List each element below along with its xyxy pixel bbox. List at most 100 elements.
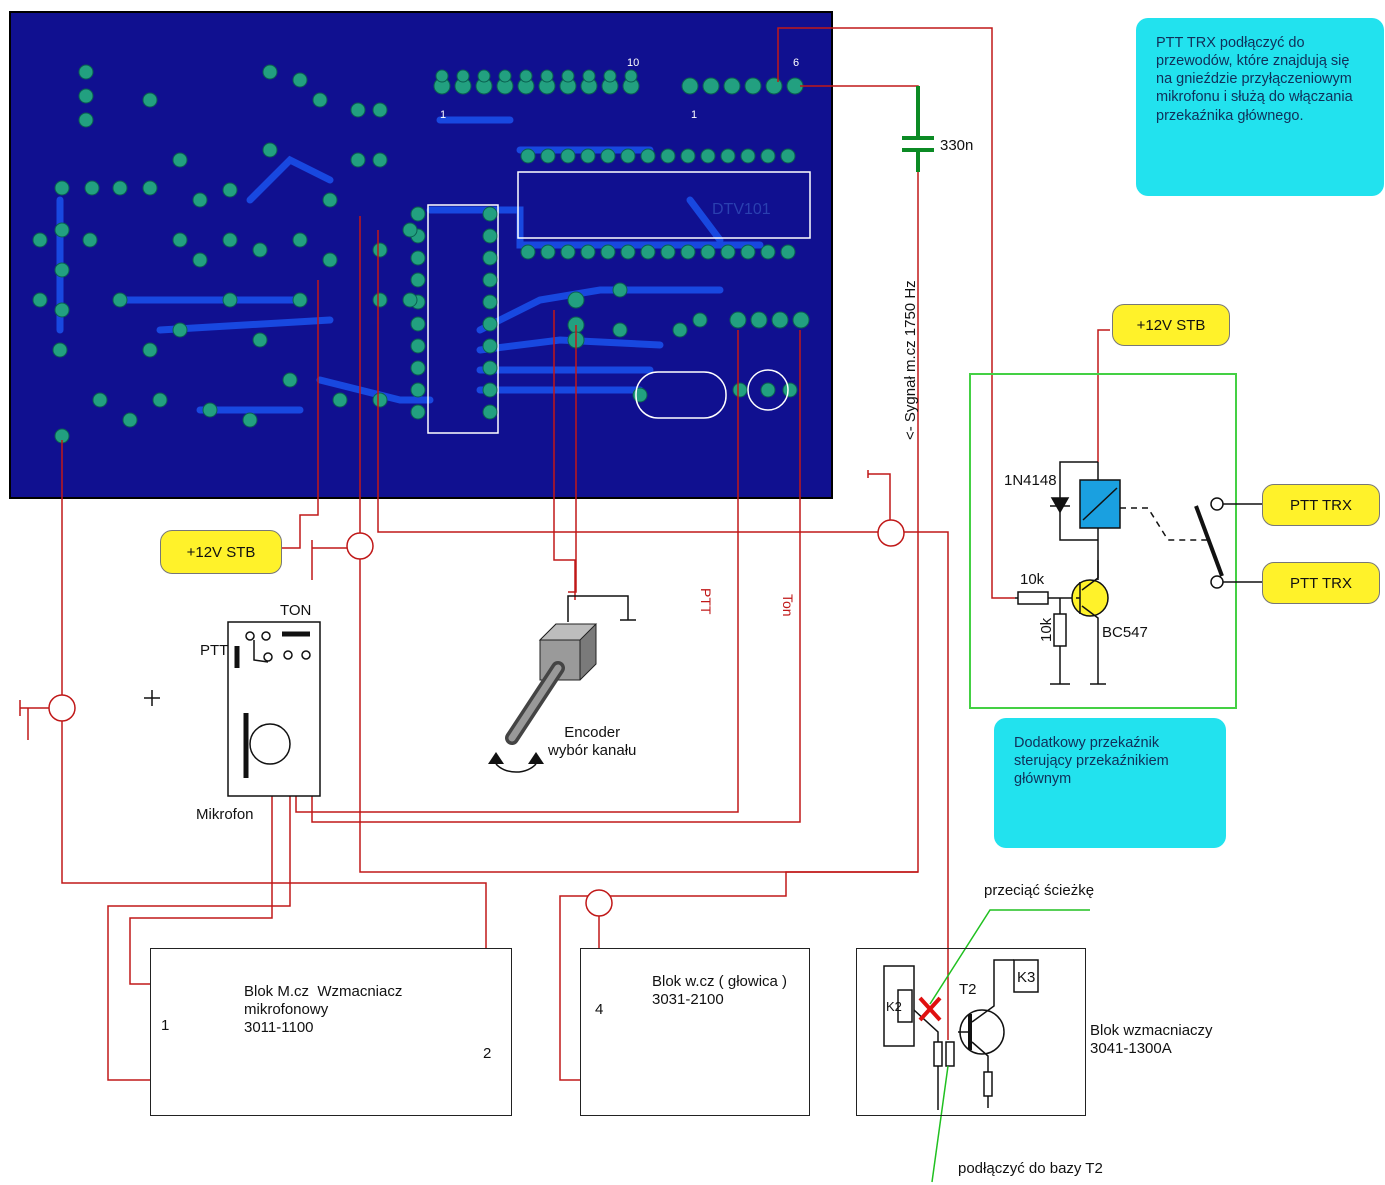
pcb-pad (660, 244, 676, 260)
pcb-pin-label: 6 (793, 57, 799, 69)
block-mcz-pin2: 2 (483, 1045, 492, 1062)
pcb-pad (312, 92, 328, 108)
pcb-pad (292, 72, 308, 88)
supply-label: +12V STB (160, 530, 282, 574)
pcb-pad (122, 412, 138, 428)
pcb-pad (435, 69, 449, 83)
pcb-pad (482, 382, 498, 398)
ptt-mic-label: PTT (200, 642, 229, 659)
pcb-pad (222, 182, 238, 198)
crosshair-mark (144, 690, 160, 706)
pcb-pad (54, 262, 70, 278)
pcb-pad (112, 292, 128, 308)
connect-base-label: podłączyć do bazy T2 (958, 1160, 1103, 1177)
pcb-pad (410, 206, 426, 222)
pcb-pad (410, 338, 426, 354)
pcb-pad (744, 77, 762, 95)
note-relay: Dodatkowy przekaźnik sterujący przekaźni… (994, 718, 1226, 848)
pcb-pad (52, 342, 68, 358)
pcb-pad (632, 387, 648, 403)
ton-label: TON (280, 602, 312, 619)
pcb-board: DTV101 1 10 1 6 (9, 11, 833, 499)
annotation-lines (929, 909, 1090, 1183)
pcb-pad (262, 142, 278, 158)
pcb-pad (252, 242, 268, 258)
pcb-pad (410, 316, 426, 332)
pcb-pad (282, 372, 298, 388)
pcb-pad (372, 152, 388, 168)
block-mcz-pin1: 1 (161, 1017, 170, 1034)
pcb-pad (172, 152, 188, 168)
pcb-pin-label: 1 (691, 109, 697, 121)
pcb-pad (482, 338, 498, 354)
pcb-pad (560, 148, 576, 164)
pcb-pad (540, 244, 556, 260)
pcb-pad (477, 69, 491, 83)
pcb-pad (172, 232, 188, 248)
pcb-pad (612, 322, 628, 338)
pcb-pad (192, 192, 208, 208)
crossovers (48, 519, 905, 917)
pcb-pad (720, 244, 736, 260)
pcb-pad (142, 92, 158, 108)
resistor-series-label: 10k (1020, 571, 1045, 588)
pcb-pad (771, 311, 789, 329)
pcb-pad (672, 322, 688, 338)
pcb-pad (78, 88, 94, 104)
pcb-pad (172, 322, 188, 338)
pcb-pad (54, 222, 70, 238)
pcb-pad (740, 148, 756, 164)
pcb-pad (78, 64, 94, 80)
pcb-pad (402, 222, 418, 238)
pcb-pad (410, 360, 426, 376)
block-mcz-title: Blok M.cz Wzmacniacz mikrofonowy 3011-11… (244, 983, 403, 1036)
pcb-pad (780, 244, 796, 260)
pcb-pad (142, 180, 158, 196)
ground-symbols (19, 470, 891, 716)
relay-circuit (1015, 461, 1262, 685)
pcb-pad (202, 402, 218, 418)
pcb-pad (760, 148, 776, 164)
note-ptt-text: PTT TRX podłączyć do przewodów, które zn… (1156, 35, 1353, 124)
pcb-pad (54, 180, 70, 196)
resistor-shunt-label: 10k (1038, 617, 1055, 642)
pcb-pad (482, 316, 498, 332)
pcb-pad (482, 294, 498, 310)
pcb-pad (760, 382, 776, 398)
block-mcz: Blok M.cz Wzmacniacz mikrofonowy 3011-11… (150, 948, 512, 1116)
pcb-pad (580, 148, 596, 164)
encoder-label: Encoder wybór kanału (548, 724, 637, 759)
pcb-pad (332, 392, 348, 408)
capacitor-value: 330n (940, 137, 974, 154)
block-wcz: Blok w.cz ( głowica ) 3031-2100 4 (580, 948, 810, 1116)
pcb-pad (482, 228, 498, 244)
red-wires (27, 27, 1110, 1081)
pcb-pad (692, 312, 708, 328)
pcb-pad (498, 69, 512, 83)
encoder-graphic (488, 595, 636, 773)
pcb-pad (660, 148, 676, 164)
block-amplifiers: K2 T2 K3 (856, 948, 1086, 1116)
pcb-pad (723, 77, 741, 95)
pcb-pad (292, 292, 308, 308)
pcb-pad (192, 252, 208, 268)
pcb-pad (322, 252, 338, 268)
pcb-pad (82, 232, 98, 248)
pcb-pad (32, 232, 48, 248)
pcb-pad (262, 64, 278, 80)
pcb-pad (372, 242, 388, 258)
pcb-pad (322, 192, 338, 208)
pcb-pad (620, 148, 636, 164)
pcb-pad (32, 292, 48, 308)
pcb-pad (84, 180, 100, 196)
pcb-pad (519, 69, 533, 83)
pcb-pad (580, 244, 596, 260)
pcb-pad (482, 250, 498, 266)
k2-label: K2 (886, 999, 902, 1014)
pcb-pad (292, 232, 308, 248)
pcb-pad (456, 69, 470, 83)
block-amplifiers-title: Blok wzmacniaczy 3041-1300A (1090, 1022, 1213, 1057)
note-relay-text: Dodatkowy przekaźnik sterujący przekaźni… (1014, 735, 1169, 788)
pcb-pad (700, 244, 716, 260)
pcb-pad (700, 148, 716, 164)
